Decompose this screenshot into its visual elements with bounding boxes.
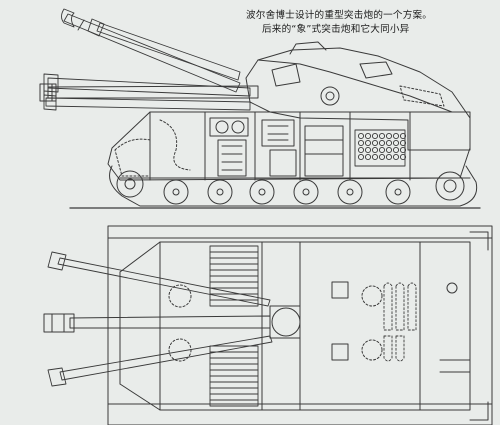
top-rear <box>439 282 471 373</box>
side-running-gear <box>109 165 478 207</box>
top-hull <box>119 241 471 411</box>
side-view <box>39 8 481 209</box>
caption-line-1: 波尔舍博士设计的重型突击炮的一个方案。 <box>246 10 433 21</box>
caption-line-2: 后来的“象”式突击炮和它大同小异 <box>262 24 410 35</box>
figure-caption: 波尔舍博士设计的重型突击炮的一个方案。 后来的“象”式突击炮和它大同小异 <box>246 9 498 37</box>
top-outer-outline <box>107 225 493 425</box>
top-grilles <box>209 245 259 407</box>
top-ammo <box>383 282 417 362</box>
top-main-gun <box>43 305 301 339</box>
side-ammo-rack <box>354 129 407 167</box>
side-gun-ghosts <box>43 8 251 111</box>
side-hull <box>107 111 471 181</box>
top-view <box>43 225 493 425</box>
top-hatches <box>168 281 383 362</box>
top-gun-ghosts <box>47 251 273 387</box>
side-main-gun <box>39 83 259 102</box>
